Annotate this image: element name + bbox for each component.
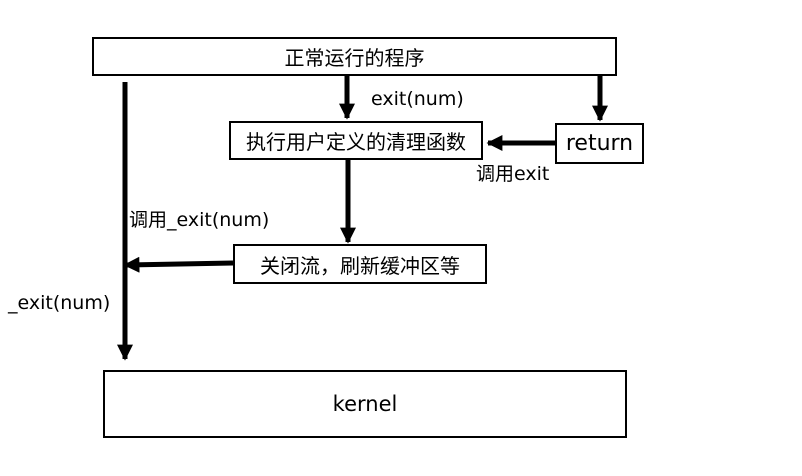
node-cleanup-handlers: 执行用户定义的清理函数	[229, 121, 483, 160]
node-kernel: kernel	[103, 370, 627, 438]
edge-label-call-underscore-exit: 调用_exit(num)	[129, 209, 270, 231]
node-close-streams-label: 关闭流，刷新缓冲区等	[260, 253, 460, 278]
node-cleanup-handlers-label: 执行用户定义的清理函数	[246, 130, 466, 154]
node-running-program-label: 正常运行的程序	[284, 46, 425, 70]
node-running-program: 正常运行的程序	[92, 37, 617, 76]
edge-label-underscore-exit: _exit(num)	[8, 292, 111, 314]
edge-label-exit-num: exit(num)	[371, 88, 464, 110]
node-kernel-label: kernel	[332, 392, 398, 416]
node-return: return	[555, 123, 644, 164]
node-return-label: return	[565, 131, 634, 156]
edge-label-call-exit: 调用exit	[476, 163, 550, 185]
node-close-streams: 关闭流，刷新缓冲区等	[233, 244, 487, 284]
arrow-close-to-exit-line	[123, 256, 234, 273]
